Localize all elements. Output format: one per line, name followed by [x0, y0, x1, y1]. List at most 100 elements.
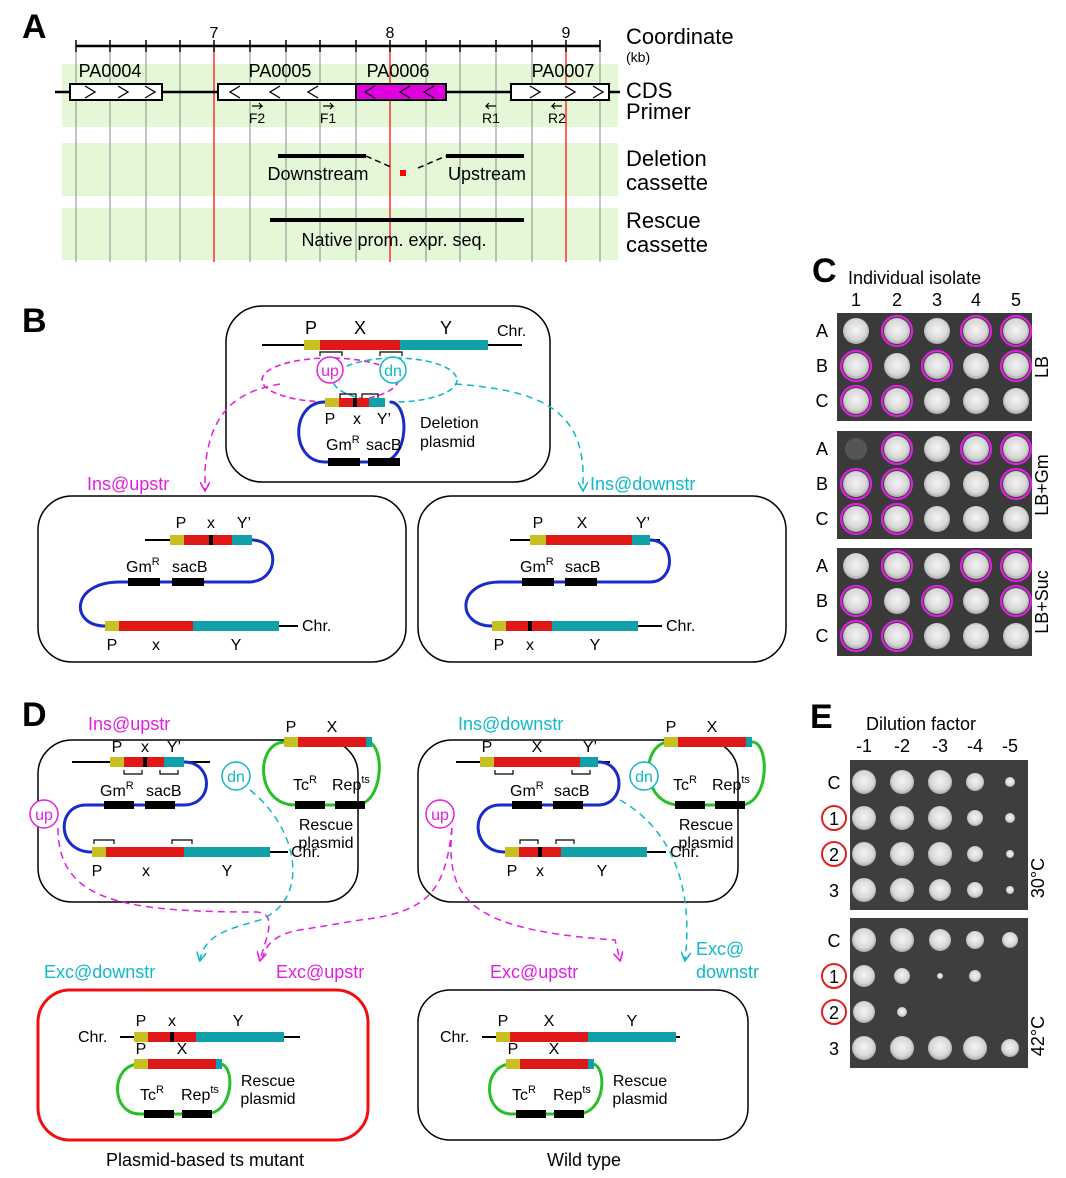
selected-isolate-ring	[999, 349, 1033, 383]
tc-label: TcR	[140, 1084, 164, 1104]
selected-isolate-ring	[839, 349, 873, 383]
colony-spot	[963, 506, 989, 532]
primer-r2: R2	[548, 110, 566, 126]
label-x-lower: x	[141, 739, 149, 756]
rep-label: Repts	[181, 1084, 219, 1104]
tc-label: TcR	[293, 774, 317, 794]
label-chr: Chr.	[291, 844, 320, 861]
panel-label-e: E	[810, 698, 833, 736]
label-p: P	[305, 318, 317, 338]
colony-spot	[1003, 471, 1029, 497]
colony-spot	[963, 623, 989, 649]
downstr-label: downstr	[696, 962, 759, 982]
rescue-plasmid-label: Rescue	[613, 1073, 667, 1090]
plate-row-label: B	[816, 474, 828, 494]
dilution-spot	[852, 878, 876, 902]
colony-spot	[843, 506, 869, 532]
label-x-lower: x	[142, 863, 150, 880]
panel-label-d: D	[22, 696, 47, 734]
temperature-label: 42°C	[1028, 1016, 1048, 1056]
dilution-row-label: 3	[829, 881, 839, 901]
cell-mutant	[36, 988, 370, 1142]
rescue-plasmid-label-2: plasmid	[298, 835, 353, 852]
label-p: P	[136, 1013, 147, 1030]
dilution-spot	[929, 879, 951, 901]
colony-spot	[843, 623, 869, 649]
label-p: P	[666, 719, 677, 736]
cell-top	[225, 305, 551, 483]
selected-isolate-ring	[880, 467, 914, 501]
dilution-spot	[852, 928, 876, 952]
label-p: P	[92, 863, 103, 880]
colony-spot	[963, 318, 989, 344]
label-y-prime: Y’	[237, 515, 251, 532]
selected-isolate-ring	[999, 467, 1033, 501]
gene-label-pa0004: PA0004	[79, 61, 142, 81]
rescue-plasmid-label: Rescue	[679, 817, 733, 834]
panel-label-a: A	[22, 8, 47, 46]
dilution-spot	[937, 973, 943, 979]
label-p: P	[176, 515, 187, 532]
dilution-spot	[969, 970, 981, 982]
label-chr: Chr.	[78, 1029, 107, 1046]
junction-mark	[400, 170, 406, 176]
colony-spot	[963, 388, 989, 414]
selected-isolate-ring	[999, 584, 1033, 618]
label-p: P	[136, 1041, 147, 1058]
plate-row-label: C	[816, 626, 829, 646]
isolate-column-label: 4	[971, 290, 981, 310]
plate-medium-label: LB+Suc	[1032, 570, 1052, 634]
colony-spot	[1003, 388, 1029, 414]
gm-label: GmR	[126, 556, 160, 576]
colony-spot	[884, 623, 910, 649]
plate-row-label: A	[816, 439, 828, 459]
cell-ins-upstr	[37, 495, 407, 663]
coordinate-label: Coordinate	[626, 24, 734, 49]
rescue-plasmid-label: Rescue	[241, 1073, 295, 1090]
colony-spot	[963, 588, 989, 614]
rescue-label: Rescue	[626, 208, 701, 233]
colony-spot	[924, 506, 950, 532]
colony-spot	[884, 553, 910, 579]
dilution-spot	[890, 806, 914, 830]
tick-label-7: 7	[210, 25, 219, 42]
dilution-spot	[966, 931, 984, 949]
selected-isolate-ring	[880, 549, 914, 583]
selected-isolate-ring	[999, 432, 1033, 466]
gm-label: GmR	[100, 780, 134, 800]
deletion-label: Deletion	[626, 146, 707, 171]
label-y: Y	[233, 1013, 244, 1030]
sacb-label: sacB	[146, 783, 182, 800]
deletion-cassette-label: cassette	[626, 170, 708, 195]
colony-spot	[884, 506, 910, 532]
coordinate-unit: (kb)	[626, 49, 650, 65]
rescue-plasmid-label: Rescue	[299, 817, 353, 834]
dilution-column-label: -1	[856, 736, 872, 756]
colony-spot	[963, 553, 989, 579]
rescue-plasmid-label-2: plasmid	[240, 1091, 295, 1108]
colony-spot	[924, 388, 950, 414]
rescue-plasmid-label-2: plasmid	[612, 1091, 667, 1108]
dilution-spot	[890, 928, 914, 952]
primer-f1: F1	[320, 110, 337, 126]
upstream-label: Upstream	[448, 164, 526, 184]
primer-r1: R1	[482, 110, 500, 126]
panel-label-c: C	[812, 252, 837, 290]
gm-label: GmR	[510, 780, 544, 800]
dilution-spot	[967, 882, 983, 898]
gm-label: GmR	[326, 434, 360, 454]
dilution-row-label: C	[828, 931, 841, 951]
colony-spot	[1003, 353, 1029, 379]
plate-row-label: C	[816, 509, 829, 529]
label-x-lower: x	[152, 637, 160, 654]
selected-isolate-ring	[999, 314, 1033, 348]
isolate-column-label: 3	[932, 290, 942, 310]
label-x-lower: x	[168, 1013, 176, 1030]
label-x-upper: X	[354, 318, 366, 338]
up-label: up	[35, 807, 53, 824]
wt-caption: Wild type	[547, 1150, 621, 1170]
